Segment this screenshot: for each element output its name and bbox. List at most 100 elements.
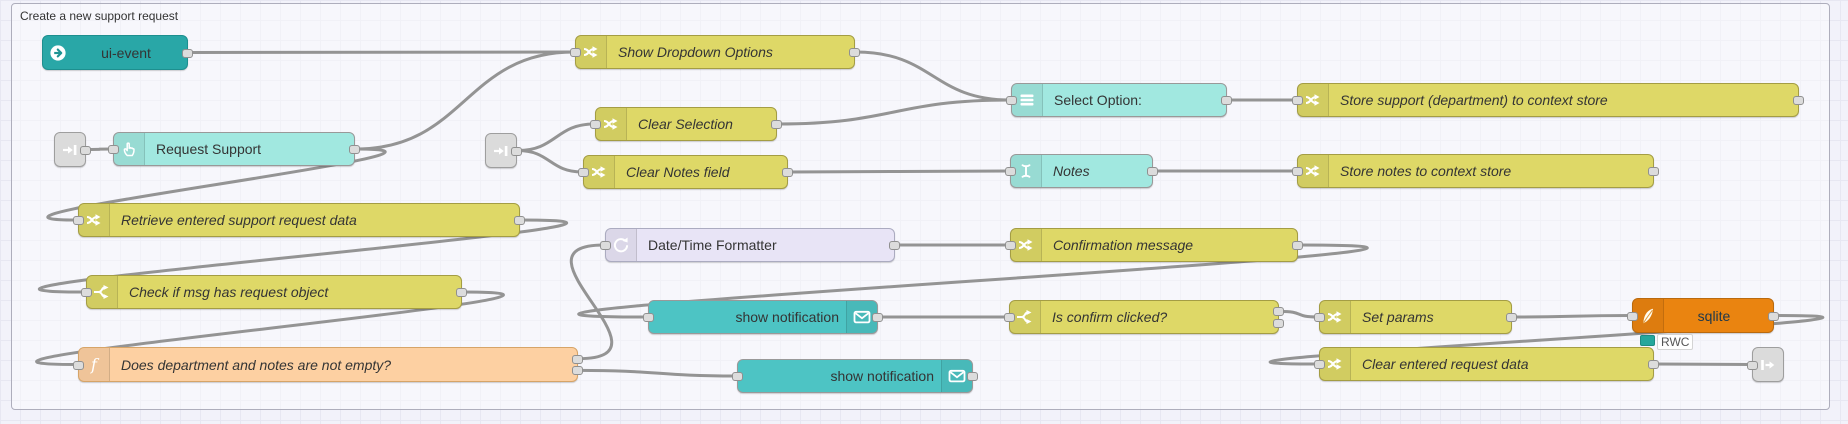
wire-show-dropdown-to-select-option[interactable] (854, 50, 1012, 102)
output-port-fn-empty-0[interactable] (572, 354, 583, 364)
output-port-check-msg-0[interactable] (456, 288, 467, 297)
node-clear-notes[interactable]: Clear Notes field (578, 155, 793, 189)
wire-fn-empty-to-dtf[interactable] (569, 243, 614, 361)
wire-ui-event-to-show-dropdown[interactable] (187, 50, 576, 54)
output-port-show-dropdown-0[interactable] (849, 48, 860, 57)
input-port-store-notes[interactable] (1292, 167, 1303, 176)
node-set-params[interactable]: Set params (1314, 300, 1517, 334)
node-retrieve[interactable]: Retrieve entered support request data (73, 203, 525, 237)
output-port-link-in-1-0[interactable] (80, 145, 91, 155)
output-port-notes-0[interactable] (1147, 167, 1158, 176)
wire-link-in-2-to-clear-notes[interactable] (516, 149, 584, 174)
input-port-clear-entered[interactable] (1314, 360, 1325, 369)
wire-request-support-to-show-dropdown[interactable] (354, 50, 576, 151)
output-port-is-confirm-1[interactable] (1273, 318, 1284, 328)
output-port-ui-event-0[interactable] (182, 48, 193, 58)
output-port-request-support-0[interactable] (349, 145, 360, 154)
input-port-fn-empty[interactable] (73, 360, 84, 370)
input-port-clear-selection[interactable] (590, 120, 601, 129)
node-check-msg[interactable]: Check if msg has request object (81, 275, 467, 309)
output-port-clear-entered-0[interactable] (1648, 360, 1659, 369)
output-port-dtf-0[interactable] (889, 241, 900, 250)
wire-sqlite-to-clear-entered[interactable] (1268, 314, 1825, 366)
output-port-fn-empty-1[interactable] (572, 366, 583, 376)
node-show-dropdown[interactable]: Show Dropdown Options (570, 35, 860, 69)
output-port-confirmation-0[interactable] (1292, 241, 1303, 250)
input-port-check-msg[interactable] (81, 288, 92, 297)
node-request-support[interactable]: Request Support (108, 132, 360, 166)
output-port-select-option-0[interactable] (1221, 96, 1232, 105)
wire-fn-empty-to-show-notif-2[interactable] (577, 368, 738, 378)
wire-set-params-to-sqlite[interactable] (1511, 314, 1633, 319)
node-clear-entered[interactable]: Clear entered request data (1314, 347, 1659, 381)
node-notes[interactable]: Notes (1005, 154, 1158, 188)
wire-link-in-2-to-clear-selection[interactable] (516, 122, 596, 152)
input-port-request-support[interactable] (108, 145, 119, 154)
wire-retrieve-to-check-msg[interactable] (37, 218, 569, 294)
input-port-clear-notes[interactable] (578, 168, 589, 177)
node-sqlite[interactable]: sqlite (1627, 298, 1779, 333)
wire-is-confirm-to-set-params[interactable] (1278, 309, 1320, 319)
input-port-retrieve[interactable] (73, 216, 84, 225)
node-ui-event[interactable]: ui-event (42, 35, 193, 70)
input-port-link-out-1[interactable] (1747, 360, 1758, 370)
node-dtf[interactable]: Date/Time Formatter (600, 228, 900, 262)
wire-clear-entered-to-link-out-1[interactable] (1653, 362, 1753, 366)
wire-clear-selection-to-select-option[interactable] (776, 98, 1012, 126)
wire-confirmation-to-show-notif-1[interactable] (577, 243, 1369, 319)
output-port-link-in-2-0[interactable] (511, 146, 522, 156)
shuffle-icon-section (576, 36, 607, 68)
output-port-set-params-0[interactable] (1506, 313, 1517, 322)
node-show-notif-2[interactable]: show notification (732, 359, 978, 393)
output-port-clear-selection-0[interactable] (771, 120, 782, 129)
function-icon: f (90, 356, 100, 374)
wire-check-msg-to-fn-empty[interactable] (35, 290, 505, 366)
input-port-set-params[interactable] (1314, 313, 1325, 322)
input-port-is-confirm[interactable] (1004, 313, 1015, 322)
branch-icon (94, 285, 109, 299)
node-link-in-1[interactable] (54, 132, 91, 167)
node-clear-selection[interactable]: Clear Selection (590, 107, 782, 141)
feather-icon-section (1633, 299, 1664, 332)
output-port-show-notif-2-0[interactable] (967, 372, 978, 381)
node-link-in-2[interactable] (485, 133, 522, 168)
output-port-store-notes-0[interactable] (1648, 167, 1659, 176)
branch-icon (1017, 310, 1032, 324)
shuffle-icon (1305, 94, 1320, 106)
wire-link-in-1-to-request-support[interactable] (85, 147, 114, 151)
node-label: Request Support (156, 141, 262, 157)
node-store-notes[interactable]: Store notes to context store (1292, 154, 1659, 188)
wire-clear-notes-to-notes[interactable] (787, 169, 1011, 174)
node-confirmation[interactable]: Confirmation message (1005, 228, 1303, 262)
input-port-show-notif-2[interactable] (732, 372, 743, 381)
node-label: Notes (1053, 163, 1090, 179)
timer-icon (613, 237, 629, 253)
hand-pointer-icon (123, 142, 135, 157)
input-port-notes[interactable] (1005, 167, 1016, 176)
input-port-select-option[interactable] (1006, 96, 1017, 105)
input-port-dtf[interactable] (600, 241, 611, 250)
wire-request-support-to-retrieve[interactable] (46, 147, 387, 222)
node-is-confirm[interactable]: Is confirm clicked? (1004, 300, 1284, 334)
node-label: show notification (735, 309, 839, 325)
output-port-clear-notes-0[interactable] (782, 168, 793, 177)
input-port-confirmation[interactable] (1005, 241, 1016, 250)
output-port-sqlite-0[interactable] (1768, 311, 1779, 321)
output-port-retrieve-0[interactable] (514, 216, 525, 225)
shuffle-icon (1327, 358, 1342, 370)
input-port-show-notif-1[interactable] (643, 313, 654, 322)
node-store-support[interactable]: Store support (department) to context st… (1292, 83, 1804, 117)
output-port-show-notif-1-0[interactable] (872, 313, 883, 322)
node-link-out-1[interactable] (1747, 347, 1784, 382)
output-port-store-support-0[interactable] (1793, 96, 1804, 105)
node-label: Select Option: (1054, 92, 1142, 108)
output-port-is-confirm-0[interactable] (1273, 307, 1284, 317)
input-port-sqlite[interactable] (1627, 311, 1638, 321)
node-select-option[interactable]: Select Option: (1006, 83, 1232, 117)
node-show-notif-1[interactable]: show notification (643, 300, 883, 334)
input-port-store-support[interactable] (1292, 96, 1303, 105)
input-port-show-dropdown[interactable] (570, 48, 581, 57)
